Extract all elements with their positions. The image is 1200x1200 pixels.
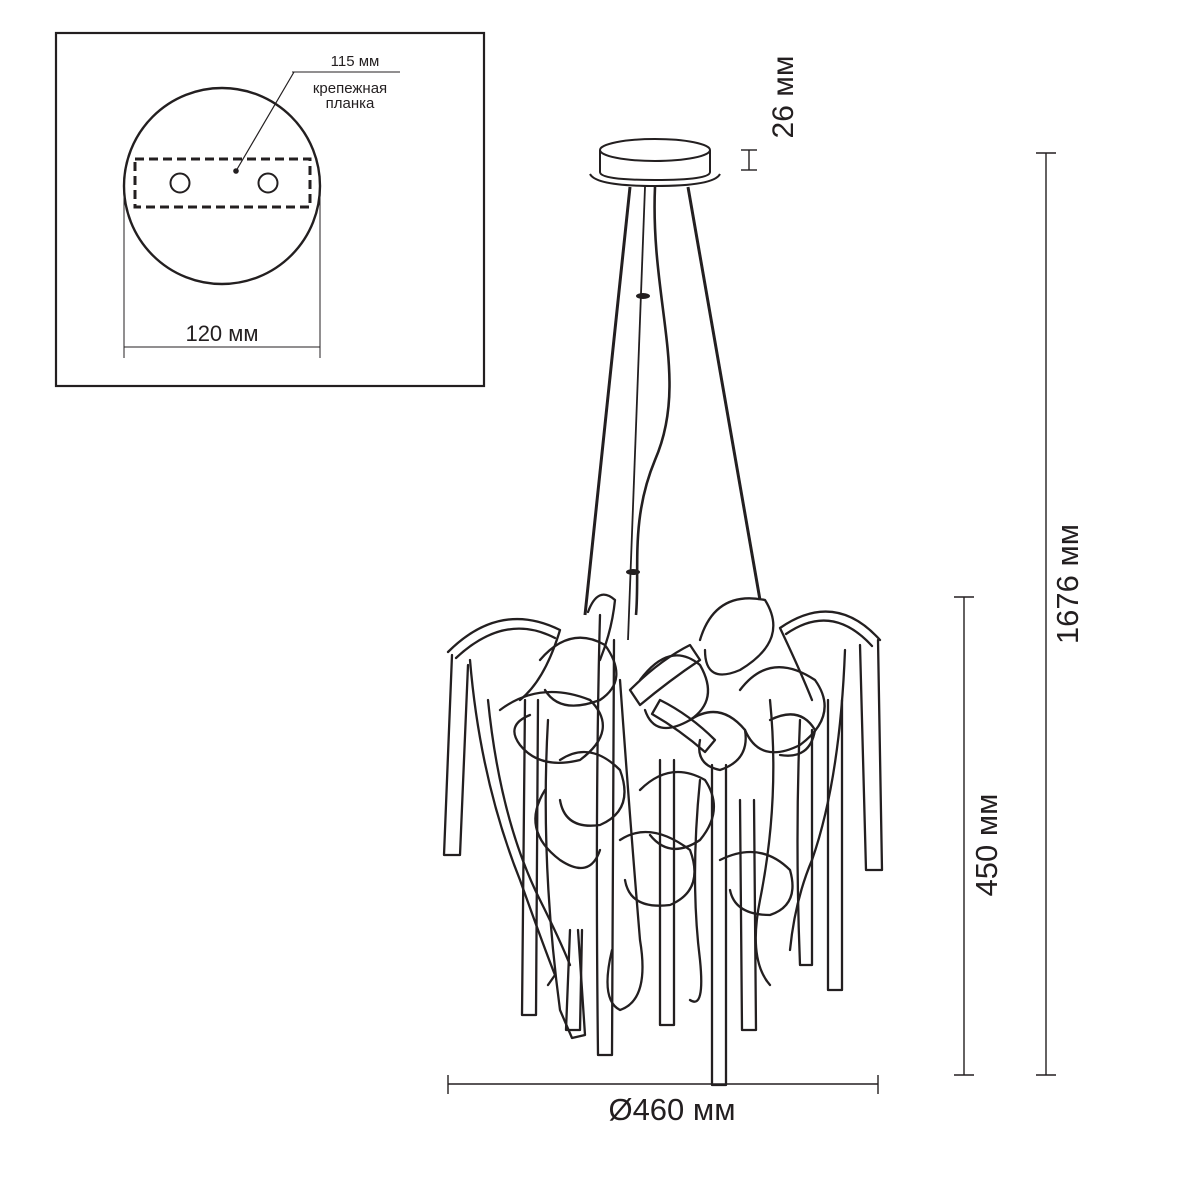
lamp-canopy [589, 138, 721, 188]
suspension-cable-left [627, 186, 646, 641]
tube-strand-r5 [754, 698, 775, 987]
tube-loop-9 [688, 710, 747, 772]
tube-top-hook [586, 593, 617, 662]
tube-strand-l4 [520, 698, 540, 1017]
tube-strand-l1 [442, 653, 470, 857]
tube-strand-l6 [564, 928, 584, 1032]
tube-strand-c4 [688, 778, 703, 1003]
bracket-hole-right [257, 172, 279, 194]
inset-frame [54, 31, 486, 388]
cable-clip-lower [626, 569, 640, 575]
tube-crown-left [446, 617, 562, 702]
tube-band-2 [650, 698, 717, 754]
tube-crown-right [778, 610, 882, 702]
tube-band [628, 643, 702, 707]
bracket-width-label: 115 мм [331, 53, 380, 70]
suspension-rod-left [583, 186, 632, 616]
tube-loop-11 [718, 850, 794, 917]
tube-crown-right-inner [784, 619, 874, 648]
canopy-height-label: 26 мм [767, 56, 800, 139]
suspension-rod-right [686, 186, 762, 601]
canopy-body [599, 150, 711, 182]
canopy-diameter-label: 120 мм [185, 321, 258, 346]
bracket-name-line2: планка [326, 95, 375, 112]
tube-loop-4 [738, 666, 826, 754]
tube-strand-l2 [468, 658, 557, 987]
tube-strand-c5 [710, 763, 728, 1087]
tube-strand-r3 [826, 698, 844, 992]
diameter-label: Ø460 мм [608, 1092, 735, 1127]
bracket-leader-line [235, 71, 295, 172]
tube-strand-c2 [606, 678, 644, 1012]
body-height-label: 450 мм [969, 794, 1004, 897]
suspension [583, 186, 762, 641]
tube-strand-r1 [858, 638, 884, 872]
tube-strand-c1 [595, 613, 616, 1057]
tube-strand-r4 [796, 718, 814, 967]
tube-loop-8 [618, 830, 696, 907]
tube-loop-3 [638, 654, 710, 730]
canopy-top [599, 138, 711, 162]
canopy-circle [122, 86, 322, 286]
tube-strand-l3 [486, 698, 572, 967]
tube-crown-left-inner [454, 627, 557, 660]
mounting-bracket [133, 157, 312, 209]
bracket-name-line1: крепежная [313, 80, 387, 97]
cable-clip-upper [636, 293, 650, 299]
tube-loop-10 [534, 788, 602, 870]
tube-loop-1 [498, 690, 604, 764]
power-cable [634, 186, 671, 616]
bracket-hole-left [169, 172, 191, 194]
tube-loop-2 [538, 636, 618, 707]
tube-loop-7 [638, 770, 716, 850]
tube-strand-c3 [658, 758, 676, 1027]
tube-loop-6 [558, 750, 626, 827]
tube-top-right-loop [698, 597, 775, 676]
dimension-lines: 26 мм 1676 мм 450 мм Ø460 мм [447, 56, 1085, 1127]
tube-shade [442, 593, 884, 1087]
tube-loop-5 [768, 713, 817, 757]
total-height-label: 1676 мм [1050, 524, 1085, 644]
canopy-inset: 115 мм крепежная планка 120 мм [54, 31, 486, 388]
tube-strand-l5 [544, 718, 587, 1040]
canopy-plate [589, 173, 721, 188]
tube-strand-c6 [738, 798, 758, 1032]
